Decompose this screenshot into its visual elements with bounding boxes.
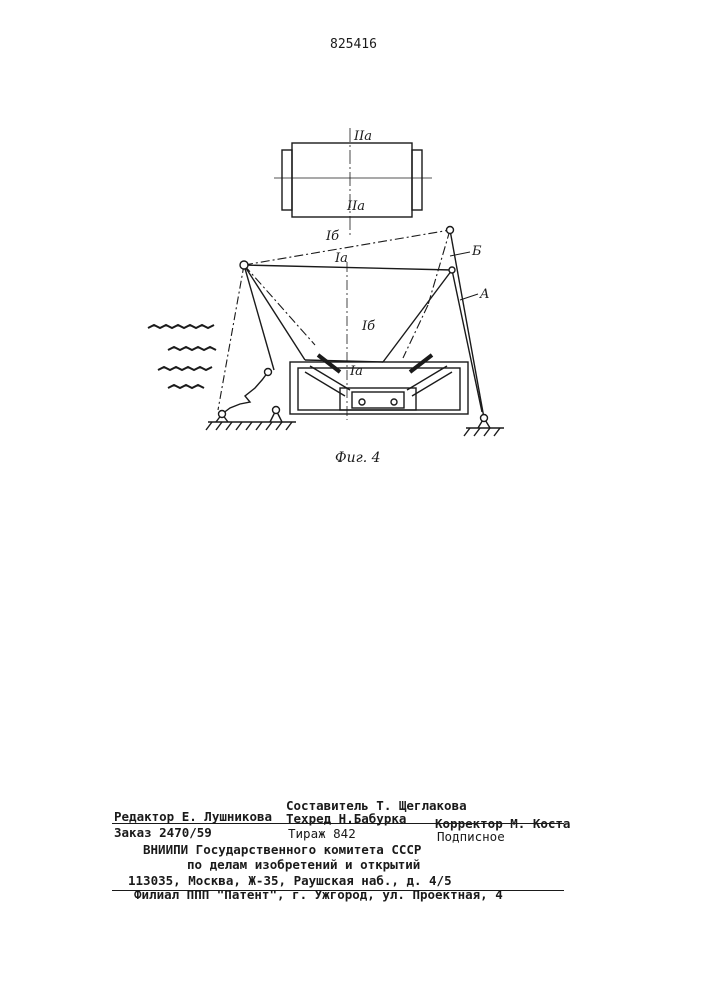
label-iia-bottom: IIa <box>346 199 365 214</box>
pivot-ground-left-1 <box>219 411 226 418</box>
imprint-rule-top <box>112 823 564 824</box>
imprint-org-line1: ВНИИПИ Государственного комитета СССР <box>143 843 421 857</box>
pivot-top-right <box>447 227 454 234</box>
label-ib-top: Iб <box>325 229 339 244</box>
drum-roller <box>274 128 432 235</box>
label-ia-bottom: Ia <box>349 364 363 379</box>
imprint-order: Заказ 2470/59 <box>114 826 212 840</box>
left-pivot-link <box>218 265 274 410</box>
pivot-ground-left-2 <box>273 407 280 414</box>
roller-support-frame <box>290 355 468 414</box>
label-ia-top: Ia <box>334 251 348 266</box>
label-b: Б <box>471 244 482 259</box>
imprint-address: 113035, Москва, Ж-35, Раушская наб., д. … <box>128 874 452 888</box>
spring <box>222 372 268 414</box>
conveyor-loop-a <box>244 265 452 362</box>
pivot-top-left <box>240 261 248 269</box>
imprint-branch: Филиал ППП "Патент", г. Ужгород, ул. Про… <box>134 888 503 902</box>
imprint-circulation: Тираж 842 <box>288 827 356 841</box>
imprint-editor: Редактор Е. Лушникова <box>114 810 272 824</box>
figure-4-drawing: IIa IIa Iб Ia Б A Iб Ia Фиг. 4 <box>0 0 707 500</box>
imprint-subscription: Подписное <box>437 830 505 844</box>
pivot-right-a <box>449 267 455 273</box>
pivot-ground-right <box>481 415 488 422</box>
label-ib-mid: Iб <box>361 319 375 334</box>
label-a: A <box>479 287 489 302</box>
figure-caption: Фиг. 4 <box>335 450 381 466</box>
label-iia-top: IIa <box>353 129 372 144</box>
material-flow-marks <box>148 325 216 388</box>
imprint-org-line2: по делам изобретений и открытий <box>187 858 420 872</box>
pivot-spring-top <box>265 369 272 376</box>
